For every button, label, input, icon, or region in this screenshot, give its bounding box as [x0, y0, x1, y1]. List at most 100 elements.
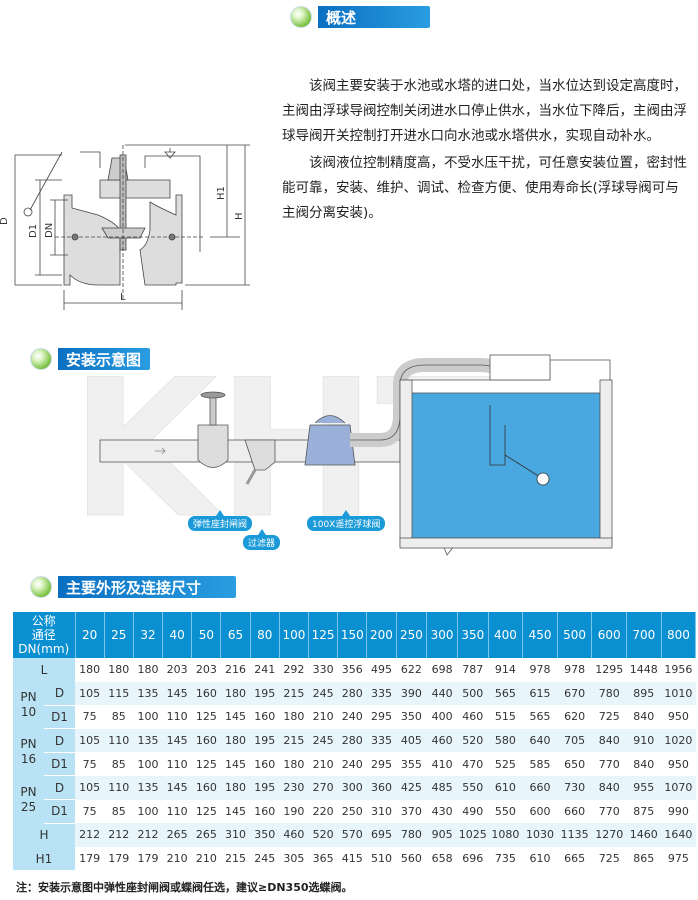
table-cell: 787 — [462, 663, 484, 677]
table-cell: 950 — [667, 710, 689, 724]
row-sublabel: D1 — [44, 752, 75, 777]
table-cell: 179 — [79, 852, 101, 866]
table-cell: 295 — [370, 757, 392, 771]
table-cell: 1448 — [629, 663, 658, 677]
table-cell: 615 — [522, 681, 558, 706]
table-cell: 203 — [166, 663, 188, 677]
table-cell: 490 — [462, 804, 484, 818]
table-cell: 335 — [366, 681, 397, 706]
dn-header: 200 — [366, 612, 397, 658]
table-cell: 292 — [283, 663, 305, 677]
table-cell: 220 — [312, 804, 334, 818]
table-cell: 145 — [225, 804, 247, 818]
table-cell: 215 — [279, 681, 309, 706]
table-cell: 125 — [195, 710, 217, 724]
table-cell: 735 — [494, 852, 516, 866]
row-label: H — [13, 823, 75, 847]
table-cell: 895 — [626, 681, 662, 706]
dim-label-h1: H1 — [216, 186, 227, 200]
dn-header: 350 — [457, 612, 489, 658]
table-cell: 270 — [308, 775, 338, 800]
table-cell: 410 — [431, 757, 453, 771]
dn-header: 125 — [308, 612, 339, 658]
table-cell: 245 — [308, 681, 338, 706]
corner-header: 公称 通径 DN(mm) — [13, 612, 76, 658]
table-cell: 365 — [312, 852, 334, 866]
table-cell: 515 — [494, 710, 516, 724]
table-cell: 216 — [225, 663, 247, 677]
table-cell: 520 — [457, 728, 489, 753]
table-cell: 910 — [626, 728, 662, 753]
dim-label-h: H — [234, 212, 245, 220]
table-cell: 670 — [557, 681, 592, 706]
table-cell: 650 — [564, 757, 586, 771]
dn-header: 450 — [522, 612, 558, 658]
table-cell: 400 — [431, 710, 453, 724]
dn-header: 700 — [626, 612, 662, 658]
table-cell: 565 — [529, 710, 551, 724]
table-cell: 565 — [488, 681, 523, 706]
table-cell: 245 — [254, 852, 276, 866]
table-cell: 695 — [366, 823, 397, 847]
dn-header: 32 — [133, 612, 164, 658]
table-cell: 770 — [598, 757, 620, 771]
table-cell: 665 — [564, 852, 586, 866]
table-cell: 125 — [195, 804, 217, 818]
table-cell: 215 — [279, 728, 309, 753]
table-cell: 212 — [75, 823, 105, 847]
table-cell: 580 — [488, 728, 523, 753]
table-cell: 470 — [462, 757, 484, 771]
table-cell: 85 — [111, 804, 126, 818]
bullet-ball-icon — [290, 6, 312, 28]
table-cell: 212 — [104, 823, 134, 847]
dn-header: 100 — [279, 612, 310, 658]
table-cell: 135 — [133, 681, 163, 706]
table-cell: 210 — [312, 757, 334, 771]
table-cell: 180 — [108, 663, 130, 677]
table-cell: 600 — [529, 804, 551, 818]
label-float-valve: 100X遥控浮球阀 — [307, 510, 386, 531]
table-cell: 160 — [191, 728, 221, 753]
table-cell: 241 — [254, 663, 276, 677]
table-cell: 660 — [522, 775, 558, 800]
table-cell: 160 — [191, 775, 221, 800]
table-cell: 179 — [108, 852, 130, 866]
table-cell: 230 — [279, 775, 309, 800]
dn-header: 65 — [220, 612, 251, 658]
table-cell: 1010 — [661, 681, 696, 706]
corner-line: 通径 — [31, 628, 56, 642]
group-line: PN — [20, 784, 37, 799]
table-cell: 840 — [633, 757, 655, 771]
table-cell: 405 — [396, 728, 427, 753]
section-header-dimensions: 主要外形及连接尺寸 — [30, 575, 236, 599]
table-cell: 460 — [426, 728, 458, 753]
table-cell: 160 — [254, 757, 276, 771]
table-cell: 180 — [220, 775, 251, 800]
table-cell: 265 — [191, 823, 221, 847]
dim-label-dn: DN — [44, 223, 55, 238]
table-cell: 990 — [667, 804, 689, 818]
table-cell: 440 — [426, 681, 458, 706]
row-sublabel: D — [44, 681, 75, 706]
table-cell: 215 — [225, 852, 247, 866]
table-cell: 85 — [111, 710, 126, 724]
table-cell: 780 — [396, 823, 427, 847]
row-sublabel: D1 — [44, 799, 75, 824]
section-title: 概述 — [318, 6, 430, 28]
table-cell: 195 — [250, 681, 280, 706]
table-cell: 100 — [137, 710, 159, 724]
table-cell: 425 — [396, 775, 427, 800]
table-cell: 620 — [564, 710, 586, 724]
table-cell: 1020 — [661, 728, 696, 753]
table-cell: 350 — [250, 823, 280, 847]
table-cell: 75 — [82, 757, 97, 771]
table-cell: 725 — [598, 710, 620, 724]
table-cell: 105 — [75, 728, 105, 753]
intro-paragraph-2: 该阀液位控制精度高，不受水压干扰，可任意安装位置，密封性能可靠，安装、维护、调试… — [282, 155, 687, 221]
bullet-ball-icon — [30, 348, 52, 370]
